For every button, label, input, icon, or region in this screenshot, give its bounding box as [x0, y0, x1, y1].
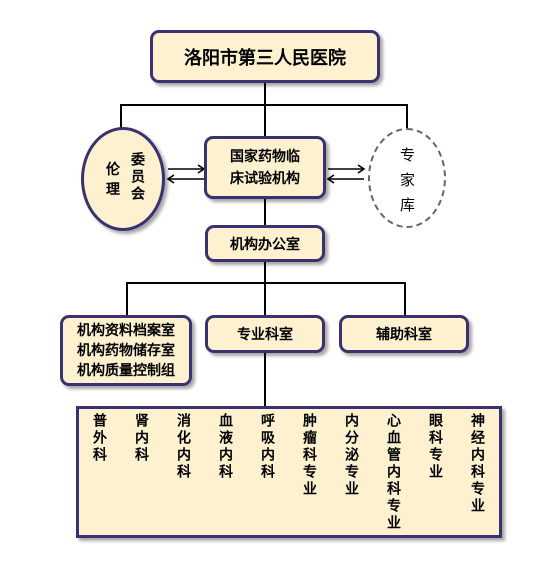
department-6: 肿瘤科专业	[301, 413, 317, 498]
connector-to-specialty	[264, 282, 266, 315]
connector-to-experts	[406, 104, 408, 128]
specialty-departments-label: 专业科室	[237, 327, 293, 343]
trial-experts-arrows	[326, 164, 366, 184]
connector-top-vertical	[264, 83, 266, 136]
connector-to-left-group	[126, 282, 128, 315]
connector-top-horizontal	[120, 104, 408, 106]
department-8: 心血管内科专业	[385, 413, 401, 532]
specialty-departments-box: 专业科室	[205, 315, 325, 353]
connector-trial-office	[264, 199, 266, 225]
institution-rooms-box: 机构资料档案室 机构药物储存室 机构质量控制组	[60, 315, 192, 386]
department-4: 血液内科	[217, 413, 233, 481]
department-2: 肾内科	[133, 413, 149, 464]
office-label: 机构办公室	[230, 236, 300, 253]
support-departments-label: 辅助科室	[376, 327, 432, 343]
department-5: 呼吸内科	[259, 413, 275, 481]
department-10: 神经内科专业	[469, 413, 485, 515]
expert-pool-ellipse: 专家库	[368, 128, 446, 228]
ethics-trial-arrows	[166, 164, 206, 184]
connector-office-branch	[264, 262, 266, 284]
ethics-char-1: 伦	[106, 162, 120, 178]
expert-pool-label: 专家库	[398, 147, 416, 222]
connector-to-ethics	[120, 104, 122, 128]
departments-panel: 普外科 肾内科 消化内科 血液内科 呼吸内科 肿瘤科专业 内分泌专业 心血管内科…	[76, 406, 502, 538]
ethics-committee-ellipse: 伦 理 委员会	[81, 127, 165, 231]
connector-to-support	[404, 282, 406, 315]
department-3: 消化内科	[175, 413, 191, 481]
hospital-box: 洛阳市第三人民医院	[150, 30, 380, 83]
trial-institution-label: 国家药物临床试验机构	[230, 148, 300, 187]
ethics-column-2: 委员会	[129, 152, 145, 203]
connector-branch-horizontal	[126, 282, 406, 284]
trial-institution-box: 国家药物临床试验机构	[204, 136, 326, 199]
institution-rooms-line-1: 机构资料档案室	[77, 322, 175, 339]
ethics-char-2: 理	[106, 182, 120, 198]
department-9: 眼科专业	[427, 413, 443, 481]
department-1: 普外科	[91, 413, 107, 464]
institution-rooms-line-3: 机构质量控制组	[77, 362, 175, 379]
office-box: 机构办公室	[205, 225, 325, 262]
connector-specialty-departments	[264, 353, 266, 406]
support-departments-box: 辅助科室	[339, 315, 469, 353]
hospital-label: 洛阳市第三人民医院	[184, 47, 346, 69]
institution-rooms-line-2: 机构药物储存室	[77, 342, 175, 359]
department-7: 内分泌专业	[343, 413, 359, 498]
